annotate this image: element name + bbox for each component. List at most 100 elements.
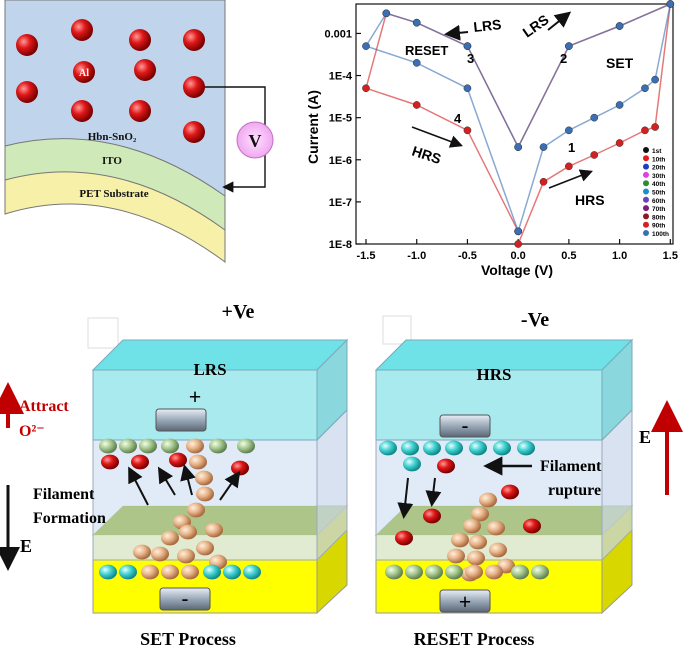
set-caption: SET Process <box>140 629 236 649</box>
iv-data-point <box>615 101 624 109</box>
atom <box>425 564 443 580</box>
y-tick-label: 1E-4 <box>329 71 353 83</box>
annotation-num-1: 1 <box>568 140 575 155</box>
atom <box>243 564 261 580</box>
legend-swatch <box>643 147 649 153</box>
atom <box>469 440 487 456</box>
reset-filament-atoms <box>379 440 549 582</box>
iv-data-point <box>615 139 624 147</box>
hrs-right-arrow <box>548 169 593 189</box>
legend-swatch <box>643 163 649 170</box>
annotation-lrs-left: LRS <box>473 16 503 35</box>
iv-data-point <box>412 101 421 109</box>
atom <box>401 440 419 456</box>
atom <box>479 492 497 508</box>
legend-swatch <box>643 213 649 220</box>
iv-data-point <box>651 123 659 131</box>
hrs-left-arrow <box>411 126 463 148</box>
iv-data-point <box>666 0 675 8</box>
set-polarity: +Ve <box>222 301 255 323</box>
legend-entry: 50th <box>652 190 665 197</box>
iv-data-point <box>412 18 421 27</box>
al-electrodes <box>16 19 205 143</box>
reset-caption: RESET Process <box>414 629 535 649</box>
atom <box>119 564 137 580</box>
atom <box>445 564 463 580</box>
lrs-right-arrow <box>547 11 572 31</box>
iv-data-point <box>463 84 472 93</box>
atom <box>141 564 159 580</box>
y-tick-label: 1E-5 <box>329 113 352 125</box>
reset-state-label: HRS <box>477 365 512 384</box>
legend-entry: 70th <box>652 206 665 213</box>
iv-data-point <box>514 227 523 236</box>
atom <box>445 440 463 456</box>
iv-data-point <box>565 42 573 50</box>
iv-curves <box>362 0 675 248</box>
set-e-label: E <box>20 536 32 556</box>
atom <box>209 438 227 454</box>
reset-top-electrode-plate <box>439 414 491 438</box>
iv-data-point <box>565 126 573 135</box>
set-bottom-sign: - <box>182 588 189 610</box>
atom <box>139 438 157 454</box>
iv-data-point <box>412 59 421 67</box>
iv-data-point <box>463 42 472 50</box>
reset-top-sign: - <box>462 415 469 437</box>
legend-swatch <box>643 155 649 162</box>
atom <box>379 440 397 456</box>
reset-polarity: -Ve <box>521 309 549 331</box>
x-tick-label: 0.5 <box>561 250 576 262</box>
legend-swatch <box>643 171 649 178</box>
atom <box>451 532 469 548</box>
atom <box>196 486 214 502</box>
atom <box>133 544 151 560</box>
annotation-reset: RESET <box>405 43 448 58</box>
iv-data-point <box>514 143 523 151</box>
atom <box>237 438 255 454</box>
attract-ion-label: O²⁻ <box>19 423 45 440</box>
atom <box>501 484 519 500</box>
iv-data-point <box>641 126 649 135</box>
iv-data-point <box>362 42 370 50</box>
atom <box>517 440 535 456</box>
set-top-sign: + <box>189 384 202 409</box>
attract-label: Attract <box>19 398 69 415</box>
atom <box>99 438 117 454</box>
set-process-panel: +Ve LRS + - Attract O²⁻ Filament Formati… <box>0 301 349 649</box>
legend-entry: 40th <box>652 181 665 188</box>
voltage-source-icon <box>236 121 274 159</box>
legend-swatch <box>643 180 649 187</box>
atom <box>179 524 197 540</box>
x-tick-label: 0.0 <box>511 250 526 262</box>
hbn-sno2-label: Hbn-SnO₂ <box>88 131 137 143</box>
rupture-label-line1: Filament <box>540 458 602 475</box>
atom <box>189 454 207 470</box>
atom <box>223 564 241 580</box>
iv-data-point <box>463 126 472 135</box>
atom <box>186 438 204 454</box>
iv-data-point <box>651 75 659 84</box>
legend-entry: 1st <box>652 148 662 155</box>
atom <box>423 508 441 524</box>
legend-entry: 100th <box>652 231 669 238</box>
atom <box>463 518 481 534</box>
lrs-left-arrow <box>444 24 469 41</box>
x-axis-label: Voltage (V) <box>481 262 553 278</box>
legend-entry: 30th <box>652 173 665 180</box>
reset-process-panel: -Ve HRS - Filament rupture + E RESET Pro… <box>374 309 683 649</box>
atom <box>119 438 137 454</box>
y-axis-label: Current (A) <box>305 90 321 164</box>
atom <box>151 546 169 562</box>
atom <box>161 530 179 546</box>
atom <box>465 564 483 580</box>
atom <box>489 542 507 558</box>
ito-label: ITO <box>102 155 122 167</box>
iv-data-point <box>590 113 599 122</box>
hbn-sno2-layer <box>4 0 226 197</box>
atom <box>99 564 117 580</box>
atom <box>231 460 249 476</box>
set-top-electrode-plate <box>155 408 207 432</box>
legend-entry: 60th <box>652 198 665 205</box>
